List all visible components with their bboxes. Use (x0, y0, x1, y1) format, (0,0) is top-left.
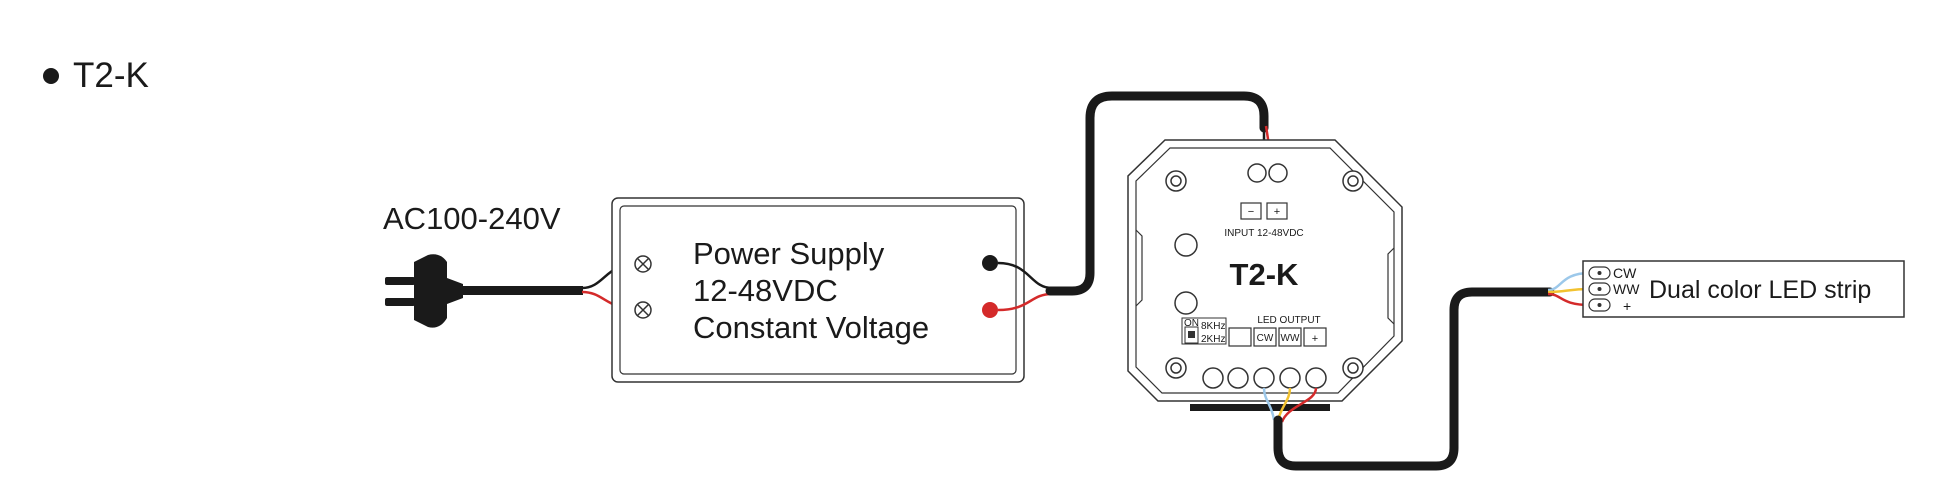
strip-pin-plus-label: + (1623, 298, 1631, 314)
frequency-high-label: 8KHz (1201, 321, 1225, 332)
output-cw-box (1253, 327, 1277, 347)
strip-pad-ww-icon (1588, 282, 1611, 296)
switch-on-label: ON (1184, 318, 1199, 329)
page-title: T2-K (73, 56, 149, 95)
output-terminal-hole-icon (1279, 367, 1301, 389)
ac-terminal-n-icon (634, 301, 652, 319)
input-minus-box (1240, 202, 1262, 220)
controller-model: T2-K (1230, 257, 1300, 292)
mount-screw-top-left-icon (1165, 170, 1187, 192)
power-supply-type: Constant Voltage (693, 310, 929, 345)
ac-terminal-l-icon (634, 255, 652, 273)
strip-pin-cw-label: CW (1613, 265, 1637, 281)
controller-button-icon (1174, 291, 1198, 315)
ac-input-label: AC100-240V (383, 201, 561, 236)
mount-screw-top-right-icon (1342, 170, 1364, 192)
input-voltage-label: INPUT 12-48VDC (1224, 228, 1303, 239)
controller-button-icon (1174, 233, 1198, 257)
dc-terminal-minus-icon (982, 255, 998, 271)
output-terminal-hole-icon (1202, 367, 1224, 389)
power-supply-box (611, 197, 1025, 383)
led-output-label: LED OUTPUT (1257, 315, 1320, 326)
led-strip-box (1582, 260, 1905, 318)
output-terminal-hole-icon (1305, 367, 1327, 389)
input-plus-box (1266, 202, 1288, 220)
dc-terminal-plus-icon (982, 302, 998, 318)
mount-screw-bottom-left-icon (1165, 357, 1187, 379)
frequency-low-label: 2KHz (1201, 334, 1225, 345)
power-supply-voltage: 12-48VDC (693, 273, 838, 308)
heading-bullet-icon (43, 68, 59, 84)
output-plus-box (1303, 327, 1327, 347)
output-cable (1273, 287, 1555, 471)
output-blank-box (1228, 327, 1252, 347)
output-cw-label: CW (1257, 333, 1274, 344)
mount-screw-bottom-right-icon (1342, 357, 1364, 379)
output-plus-label: + (1312, 333, 1318, 345)
output-wire-blue (1262, 387, 1276, 421)
output-ww-label: WW (1281, 333, 1300, 344)
output-terminal-hole-icon (1227, 367, 1249, 389)
led-strip-label: Dual color LED strip (1649, 276, 1871, 304)
output-ww-box (1278, 327, 1302, 347)
output-terminal-hole-icon (1253, 367, 1275, 389)
dc-wire-black (997, 261, 1053, 290)
input-terminal-hole-icon (1247, 163, 1267, 183)
dc-wire-red (997, 292, 1053, 312)
input-cable (1045, 91, 1269, 296)
input-terminal-hole-icon (1268, 163, 1288, 183)
output-wire-red (1280, 387, 1318, 423)
ac-plug-icon (385, 254, 583, 328)
power-supply-title: Power Supply (693, 236, 885, 271)
frequency-switch-knob-icon (1188, 331, 1195, 338)
input-minus-label: − (1248, 206, 1254, 218)
strip-pin-ww-label: WW (1613, 281, 1640, 297)
strip-pad-plus-icon (1588, 298, 1611, 312)
input-plus-label: + (1274, 206, 1280, 218)
strip-pad-cw-icon (1588, 266, 1611, 280)
